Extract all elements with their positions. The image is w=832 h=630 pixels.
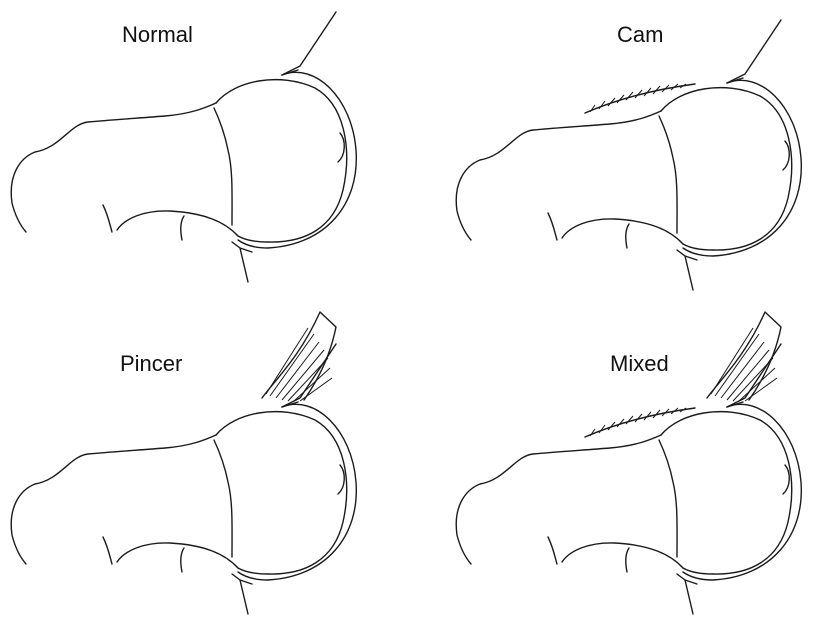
hip-panel-pincer [11,312,356,614]
femur-outline-pincer [11,344,356,614]
pincer-lesion-hatching-pincer [262,312,336,401]
femur-outline-normal [11,12,356,282]
femur-outline-cam [456,20,801,290]
cam-lesion-hatching-mixed [585,408,695,437]
femur-outline-mixed [456,344,801,614]
cam-lesion-hatching-cam [585,84,695,113]
hip-panel-mixed [456,312,801,614]
hip-panel-normal [11,12,356,282]
hip-panel-cam [456,20,801,290]
pincer-lesion-hatching-mixed [707,312,781,401]
